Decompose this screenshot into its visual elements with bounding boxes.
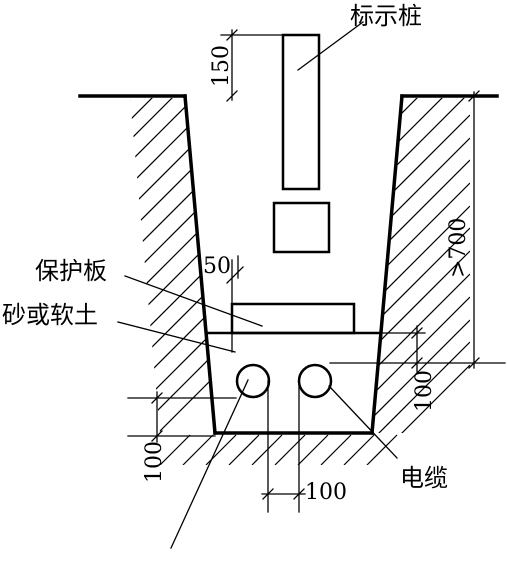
label-marker-post: 标示桩 <box>350 2 422 30</box>
dim-board-clearance <box>226 255 244 353</box>
dim-post-height <box>220 29 284 102</box>
cable-right <box>297 363 333 399</box>
label-protective-board: 保护板 <box>35 257 107 285</box>
dim-text-cable-spacing: 100 <box>305 480 347 505</box>
leader-lines <box>117 21 398 549</box>
dim-text-trench-depth: >700 <box>446 218 471 278</box>
dim-text-board-clearance: 50 <box>203 254 231 279</box>
dim-text-post-height: 150 <box>209 45 234 87</box>
marker-base-block <box>272 201 331 254</box>
label-cable: 电缆 <box>400 464 448 492</box>
dim-bedding-depth <box>127 391 237 443</box>
dim-cable-spacing <box>261 380 306 513</box>
soil-hatching-bottom <box>159 434 398 465</box>
protective-board <box>230 302 356 335</box>
trench-outline <box>183 94 404 435</box>
cable-left <box>235 363 271 399</box>
dim-text-bedding-depth: 100 <box>142 441 167 483</box>
marker-post <box>281 33 321 191</box>
dim-cover-depth <box>379 325 426 373</box>
dim-text-cover-depth: 100 <box>412 370 437 412</box>
label-sand-soft-soil: 砂或软土 <box>2 301 98 329</box>
